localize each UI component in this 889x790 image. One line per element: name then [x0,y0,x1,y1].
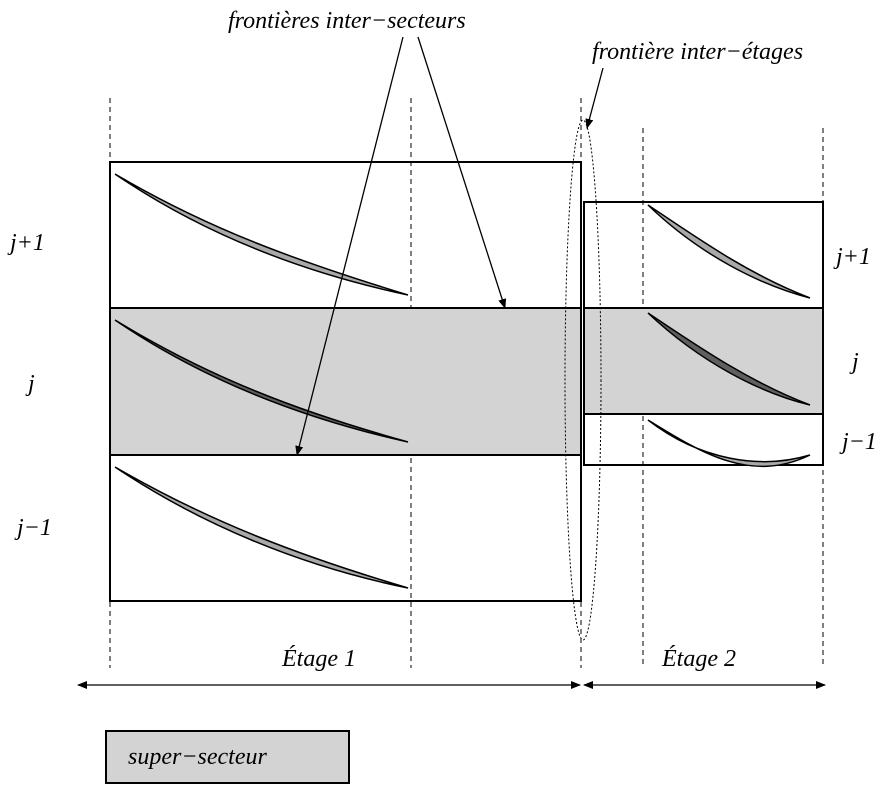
stage2-row-label-top: j+1 [836,244,871,270]
stage1-row-label-middle: j [28,371,35,397]
inter-sector-boundaries-label: frontières inter−secteurs [228,8,466,34]
stage1-row-label-top: j+1 [10,230,45,256]
stage2-blade-bottom [647,419,811,468]
inter-stage-boundary-label: frontière inter−étages [592,39,804,65]
stage2-blade-middle [647,312,811,406]
stage2-blade-top [647,204,811,299]
stage1-super-sector [109,307,582,456]
stage1-row-label-bottom: j−1 [17,515,52,541]
stage2-label: Étage 2 [662,646,736,672]
stage1-blade-top [114,173,409,296]
legend-label: super−secteur [128,744,267,770]
stage2-row-label-bottom: j−1 [842,429,877,455]
stage2-row-bottom [583,413,824,466]
inter-stage-ellipse [564,119,602,641]
stage1-blade-middle [114,319,409,443]
stage1-row-top [109,161,582,309]
inter-sector-arrow-2 [417,36,507,309]
legend-swatch [105,730,350,784]
stage1-label: Étage 1 [282,646,356,672]
stage1-row-bottom [109,454,582,602]
stage2-row-label-middle: j [852,349,859,375]
stage1-blade-bottom [114,466,409,589]
stage2-row-top [583,201,824,309]
inter-stage-arrow [585,67,604,129]
inter-sector-arrow-1 [295,36,404,456]
